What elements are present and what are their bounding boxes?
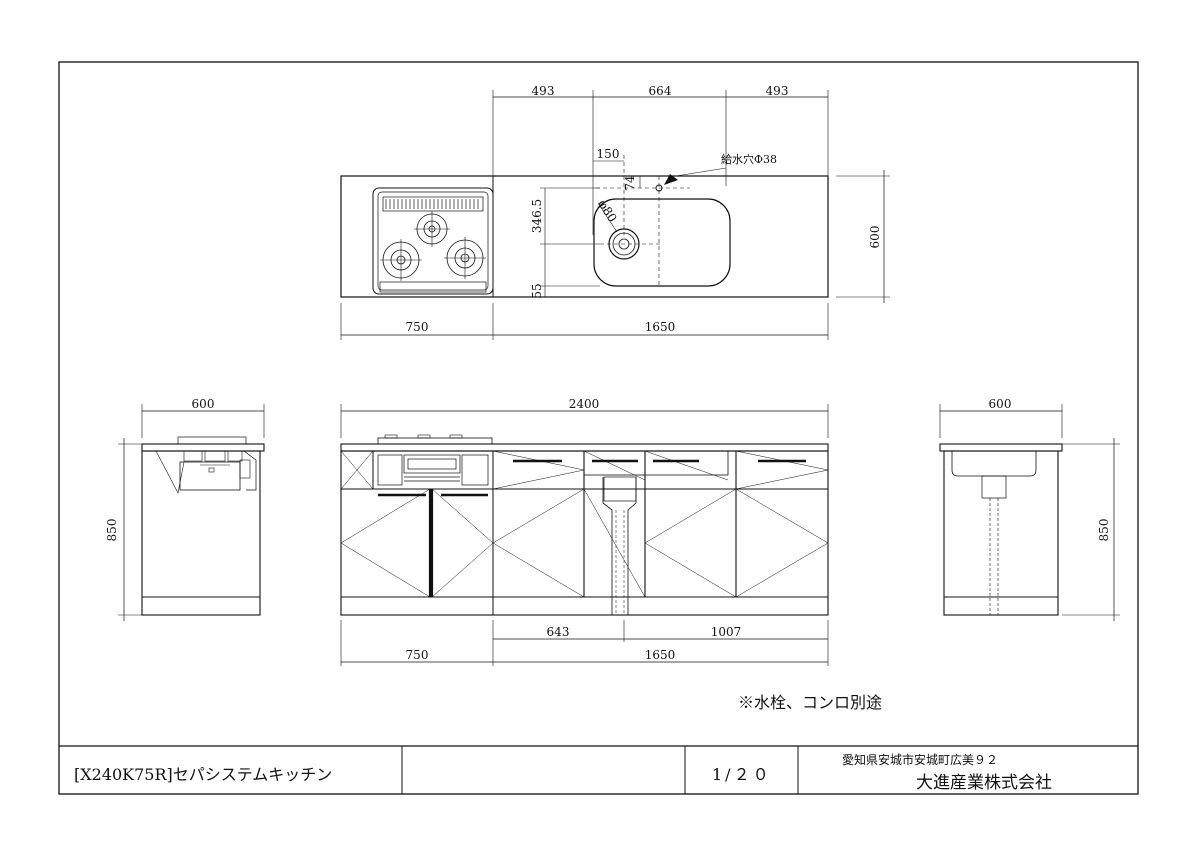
plan-sink-bowl xyxy=(593,198,731,287)
front-door-2 xyxy=(431,488,494,598)
plan-burner-rear xyxy=(414,211,450,247)
front-worktop xyxy=(340,443,829,452)
front-bottom-750: 750 xyxy=(406,648,429,662)
front-view xyxy=(340,404,829,666)
plan-dim-phi80: φ80 xyxy=(595,197,619,224)
title-company: 大進産業株式会社 xyxy=(916,773,1052,793)
plan-burner-left xyxy=(380,239,422,281)
plan-dim-55: 55 xyxy=(530,283,544,298)
title-address: 愛知県安城市安城町広美９２ xyxy=(842,753,999,767)
plan-dim-493-right: 493 xyxy=(766,84,789,98)
right-side-view xyxy=(939,404,1120,621)
plan-stove xyxy=(372,187,494,295)
plan-dim-150: 150 xyxy=(597,147,620,161)
front-sink-trap xyxy=(602,477,637,615)
plan-burner-right xyxy=(444,237,486,279)
front-dim-643: 643 xyxy=(547,625,570,639)
plan-dim-664: 664 xyxy=(649,84,672,98)
left-side-view xyxy=(118,404,265,621)
front-dim-1007: 1007 xyxy=(711,625,742,639)
front-door-1 xyxy=(340,488,431,598)
plan-view xyxy=(340,90,890,340)
plan-bottom-1650: 1650 xyxy=(645,320,676,334)
title-scale: 1/２０ xyxy=(712,765,772,784)
plan-water-hole-label: 給水穴Φ38 xyxy=(721,152,777,166)
title-product-name: [X240K75R]セパシステムキッチン xyxy=(74,765,333,784)
faucet-stove-note: ※水栓、コンロ別途 xyxy=(738,693,882,712)
left-width-600: 600 xyxy=(192,397,215,411)
front-bottom-1650: 1650 xyxy=(645,648,676,662)
right-width-600: 600 xyxy=(989,397,1012,411)
plan-dim-74: 74 xyxy=(623,175,637,191)
plan-depth-600: 600 xyxy=(868,226,882,249)
left-height-850: 850 xyxy=(105,519,119,542)
drawing-frame xyxy=(58,61,1139,795)
front-oven-panel xyxy=(372,450,494,490)
front-stove-top xyxy=(377,437,493,445)
plan-dim-493-left: 493 xyxy=(532,84,555,98)
front-total-2400: 2400 xyxy=(569,397,600,411)
plan-bottom-750: 750 xyxy=(406,320,429,334)
plan-countertop xyxy=(340,175,829,298)
plan-dim-3465: 346.5 xyxy=(530,199,544,233)
right-height-850: 850 xyxy=(1097,519,1111,542)
